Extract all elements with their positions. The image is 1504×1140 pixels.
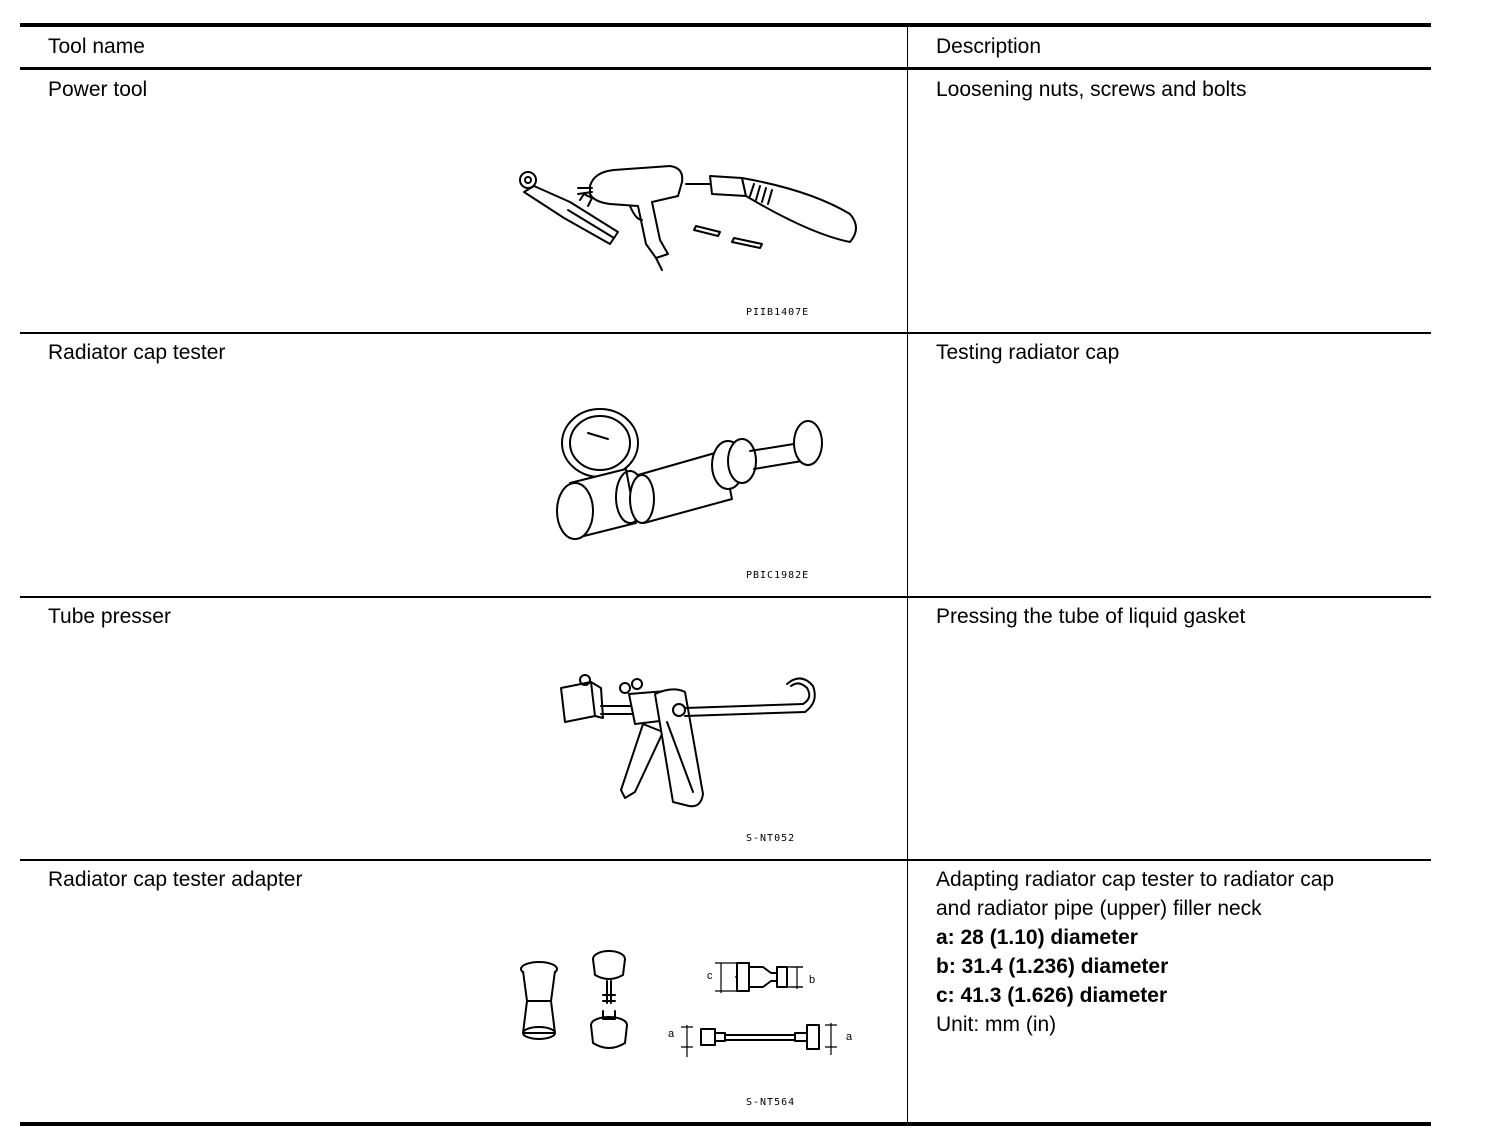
figure-code: S-NT052 bbox=[746, 833, 796, 844]
row-divider bbox=[20, 859, 1431, 861]
dimension-label-b: b bbox=[809, 974, 816, 986]
figure-code: PIIB1407E bbox=[746, 307, 810, 318]
header-tool-name: Tool name bbox=[48, 35, 145, 58]
tool-name-cell: Power tool bbox=[48, 78, 148, 101]
spec-c: c: 41.3 (1.626) diameter bbox=[936, 984, 1168, 1007]
power-tool-icon bbox=[510, 160, 860, 271]
tool-name-cell: Radiator cap tester adapter bbox=[48, 868, 303, 891]
figure-code: PBIC1982E bbox=[746, 570, 810, 581]
column-divider bbox=[907, 27, 908, 1122]
table-top-rule bbox=[20, 23, 1431, 27]
table-bottom-rule bbox=[20, 1122, 1431, 1126]
tool-name-cell: Tube presser bbox=[48, 605, 171, 628]
description-line: Adapting radiator cap tester to radiator… bbox=[936, 868, 1335, 891]
description-cell: Testing radiator cap bbox=[936, 341, 1120, 364]
dimension-label-a: a bbox=[846, 1031, 853, 1043]
radiator-cap-tester-icon bbox=[550, 405, 840, 545]
description-cell: Loosening nuts, screws and bolts bbox=[936, 78, 1247, 101]
spec-a: a: 28 (1.10) diameter bbox=[936, 926, 1138, 949]
radiator-cap-tester-adapter-icon bbox=[515, 945, 865, 1065]
dimension-label-a: a bbox=[668, 1028, 675, 1040]
row-divider bbox=[20, 596, 1431, 598]
header-description: Description bbox=[936, 35, 1042, 58]
description-line: and radiator pipe (upper) filler neck bbox=[936, 897, 1262, 920]
header-rule bbox=[20, 67, 1431, 70]
tube-presser-icon bbox=[555, 672, 816, 812]
figure-code: S-NT564 bbox=[746, 1097, 796, 1108]
description-cell: Pressing the tube of liquid gasket bbox=[936, 605, 1246, 628]
unit-note: Unit: mm (in) bbox=[936, 1013, 1057, 1036]
row-divider bbox=[20, 332, 1431, 334]
dimension-label-c: c bbox=[707, 970, 713, 982]
spec-b: b: 31.4 (1.236) diameter bbox=[936, 955, 1169, 978]
tool-name-cell: Radiator cap tester bbox=[48, 341, 226, 364]
